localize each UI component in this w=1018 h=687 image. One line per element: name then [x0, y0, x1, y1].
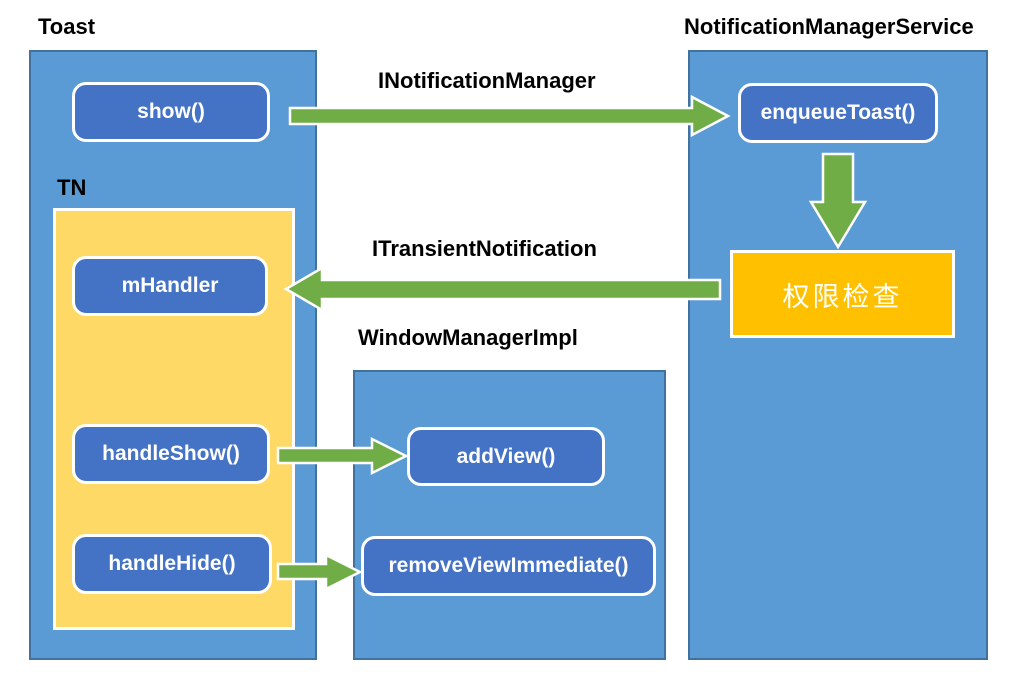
handleshow-node: handleShow(): [72, 424, 270, 484]
mhandler-node: mHandler: [72, 256, 268, 316]
arrow-label-inotificationmanager: INotificationManager: [378, 68, 596, 93]
tn-label: TN: [57, 175, 87, 200]
toast-label: Toast: [38, 14, 96, 39]
arrow-handleshow-to-addview: [276, 436, 409, 476]
removeviewimmediate-node: removeViewImmediate(): [361, 536, 656, 596]
enqueuetoast-node: enqueueToast(): [738, 83, 938, 143]
arrow-permission-check-to-mhandler: [283, 265, 722, 313]
window-manager-impl-label: WindowManagerImpl: [358, 325, 578, 350]
permission-check-node: 权限检查: [730, 250, 955, 338]
notification-manager-service-container: [688, 50, 988, 660]
arrow-show-to-enqueuetoast: [288, 94, 731, 138]
arrow-label-itransientnotification: ITransientNotification: [372, 236, 597, 261]
addview-node: addView(): [407, 427, 605, 486]
notification-manager-service-label: NotificationManagerService: [684, 14, 974, 39]
show-node: show(): [72, 82, 270, 142]
arrow-enqueuetoast-to-permission-check: [808, 152, 868, 250]
window-manager-impl-container: [353, 370, 666, 660]
handlehide-node: handleHide(): [72, 534, 272, 594]
arrow-handlehide-to-removeviewimmediate: [276, 552, 363, 592]
